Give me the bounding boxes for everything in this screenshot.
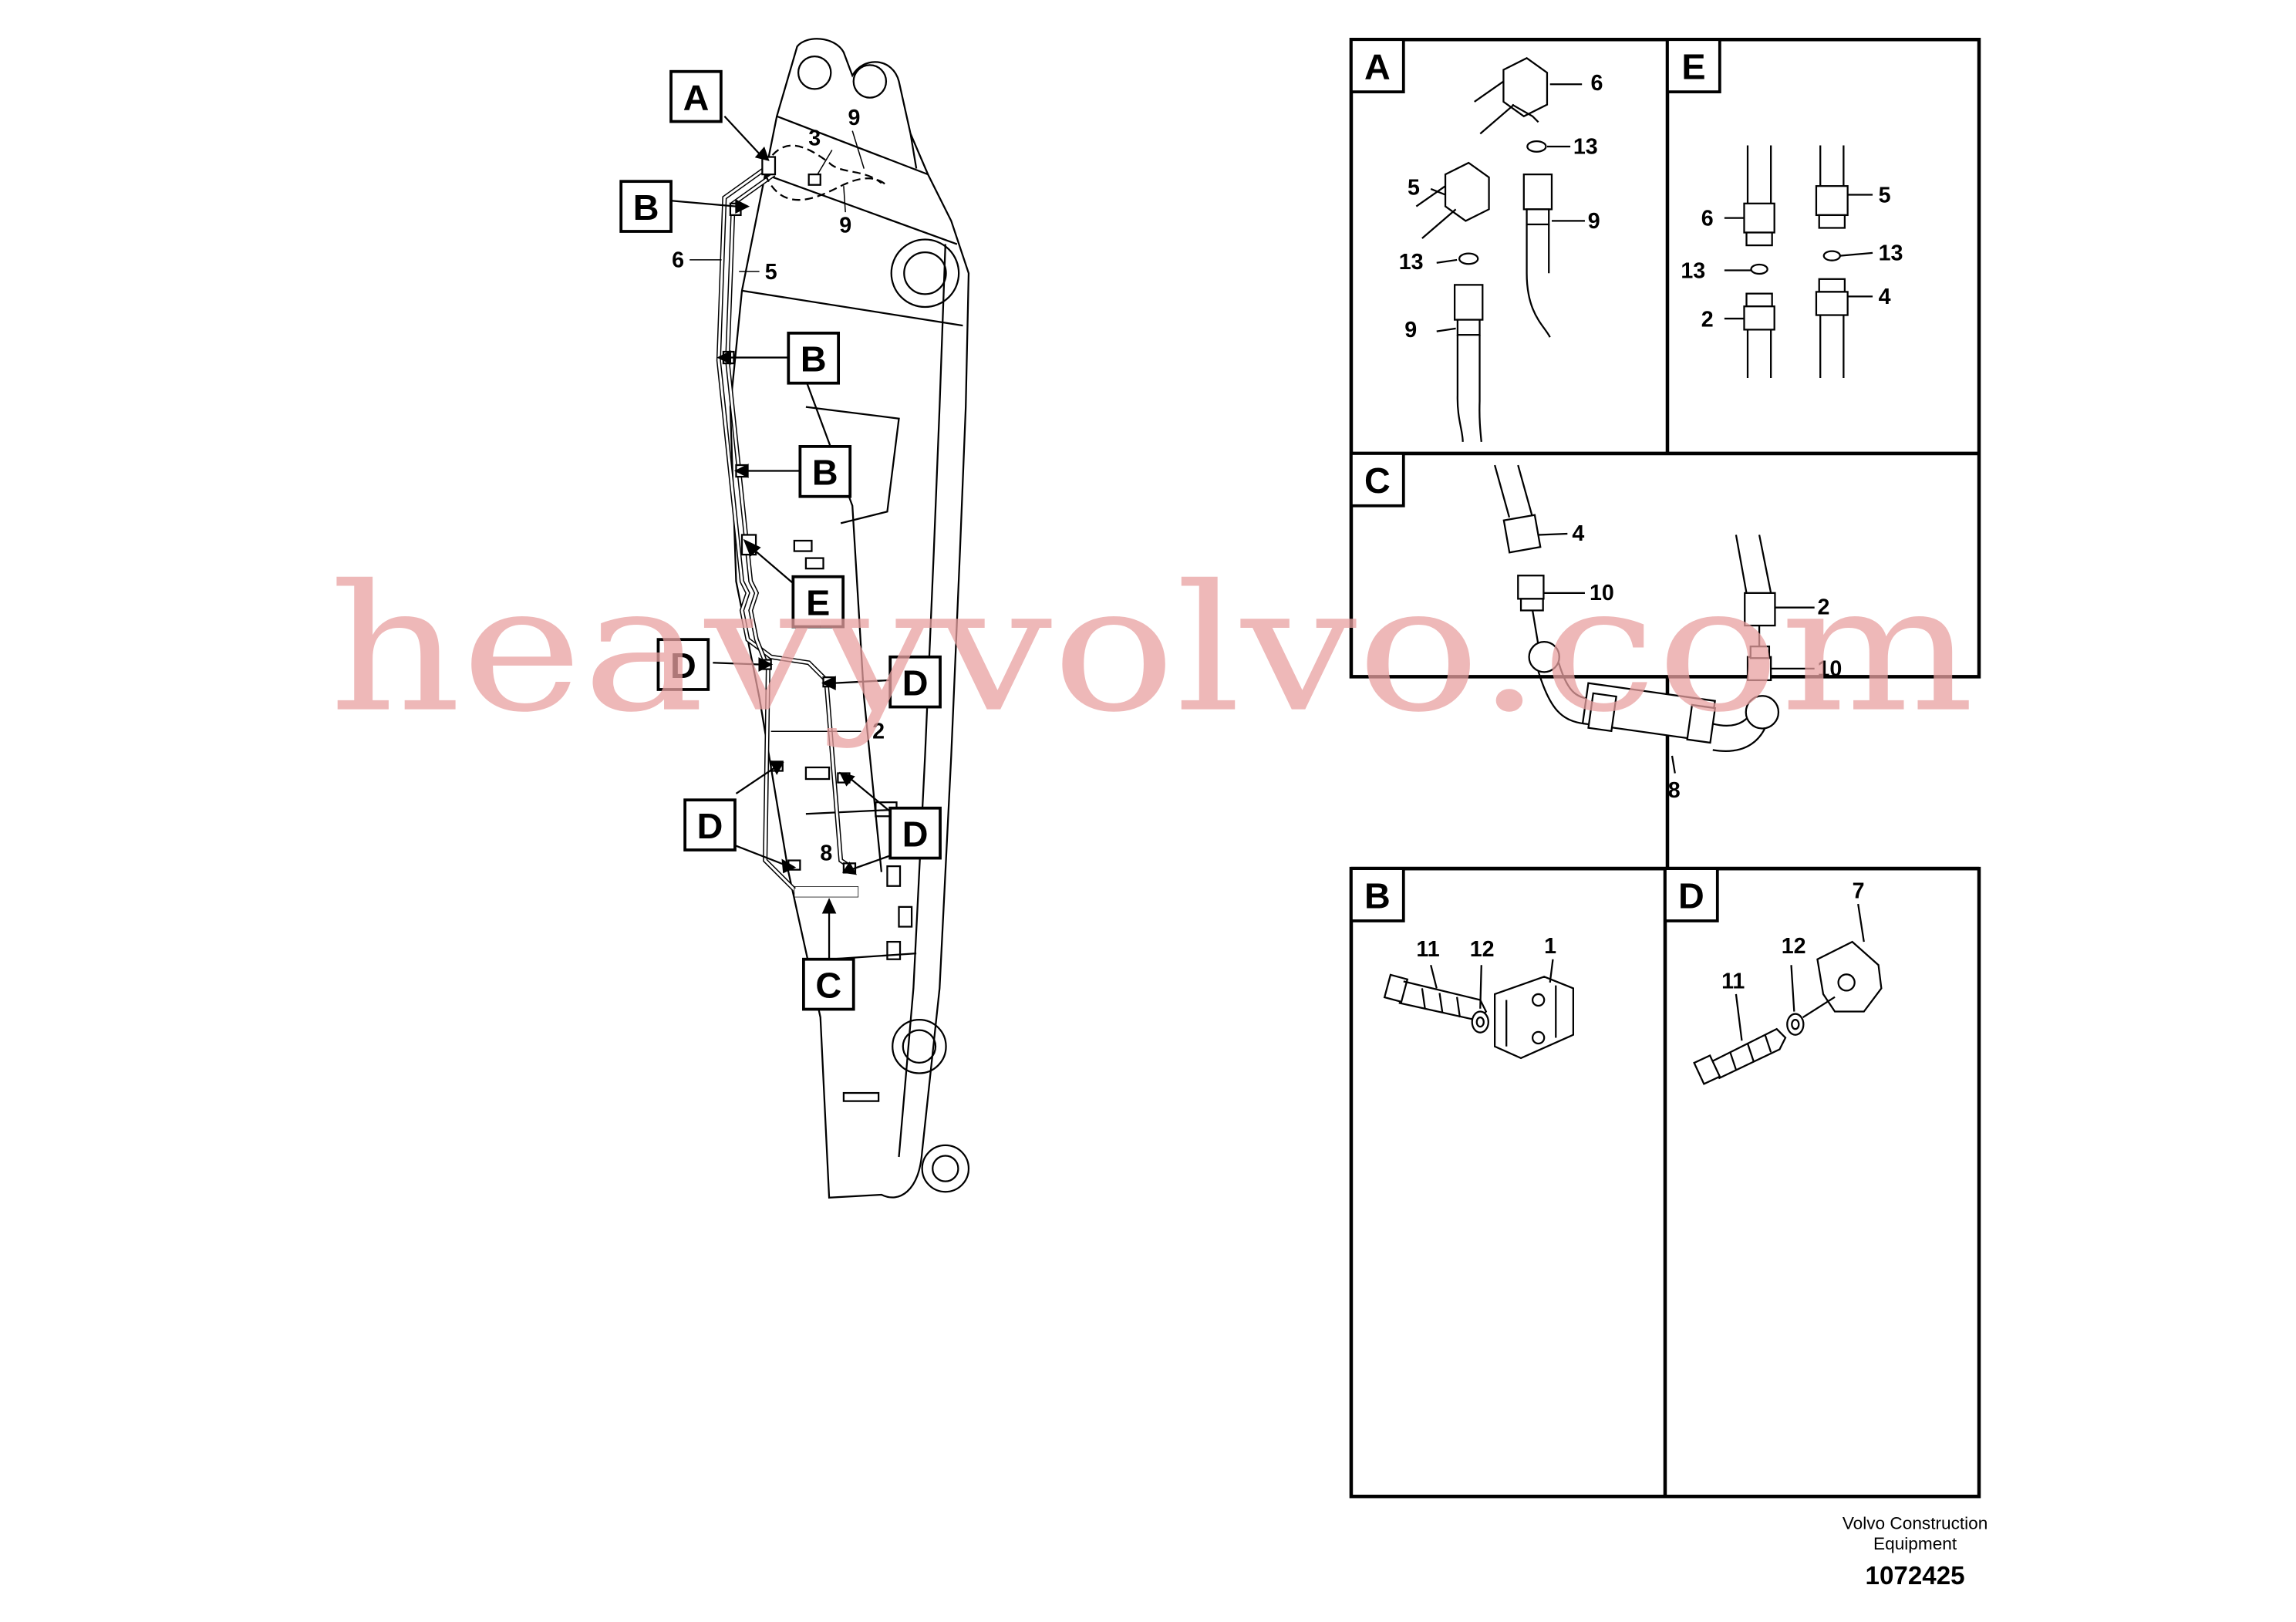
callout-D-arm-4: D [902,814,929,854]
panel-D-part-12: 12 [1782,934,1806,959]
panel-labels: A E C B D [1350,38,1721,922]
panel-E-part-5: 5 [1879,183,1891,207]
arm-part-9-bottom: 9 [839,214,851,238]
panel-C-part-4: 4 [1572,521,1584,546]
panel-D-detail [1693,903,1883,1085]
panel-D-numbers: 11 12 7 [1721,879,1865,994]
panel-B-part-12: 12 [1470,937,1495,962]
panel-A-numbers: 6 13 9 5 13 9 [1399,71,1603,342]
callout-B-arm-3: B [812,453,838,493]
arm-body [729,38,970,1199]
panel-label-D: D [1678,875,1704,916]
callout-B-arm-2: B [801,339,827,379]
callout-E-arm: E [806,582,830,622]
callout-D-arm-1: D [670,646,696,686]
panel-B-numbers: 11 12 1 [1416,934,1556,962]
arm-part-8: 8 [820,841,832,866]
arm-part-3: 3 [808,126,821,150]
arm-part-6: 6 [672,248,684,273]
panel-E-part-6: 6 [1701,206,1714,231]
panel-B-detail [1383,959,1575,1060]
panel-A-part-9-left: 9 [1404,318,1417,342]
panel-B-part-1: 1 [1544,934,1556,959]
panel-D-part-11: 11 [1721,969,1745,993]
panel-label-E: E [1681,47,1705,87]
panel-A-part-9-right: 9 [1588,209,1600,234]
panel-label-C: C [1364,460,1391,501]
panel-C-part-8: 8 [1668,778,1681,803]
watermark-text: heavyvolvo.com [329,548,1974,751]
hose-routing [716,144,888,898]
panel-E-numbers: 6 13 2 5 13 4 [1681,183,1903,332]
panel-C-part-10-left: 10 [1590,581,1614,605]
callout-D-arm-2: D [902,663,929,703]
panel-C-numbers: 4 10 2 10 8 [1572,521,1842,803]
callout-C-arm: C [815,965,841,1005]
panel-D-part-7: 7 [1853,879,1865,904]
panel-E-part-13-right: 13 [1879,241,1903,266]
arm-part-5: 5 [765,260,777,285]
panel-label-B: B [1364,875,1391,916]
arm-callouts: A B B B E D D D D C 3 9 9 6 5 2 8 [619,69,942,1011]
panel-A-part-13-upper: 13 [1573,135,1598,160]
arm-part-2: 2 [872,719,885,744]
drawing-number: 1072425 [1866,1562,1965,1590]
panel-A-part-5: 5 [1408,176,1420,201]
panel-C-detail [1494,464,1815,774]
panel-E-detail [1724,145,1873,378]
panel-C-part-2: 2 [1817,595,1829,620]
panel-A-part-13-lower: 13 [1399,250,1424,275]
footer-company-line2: Equipment [1873,1534,1957,1553]
panel-A-part-6: 6 [1590,71,1603,96]
callout-D-arm-3: D [697,806,723,846]
footer-company-line1: Volvo Construction [1843,1513,1988,1533]
callout-B-arm-1: B [633,187,659,228]
detail-panels-frame-bottom [1349,866,1981,1499]
panel-E-part-13-left: 13 [1681,258,1705,283]
panel-A-detail [1415,57,1585,442]
panel-label-A: A [1364,47,1391,87]
panel-C-part-10-right: 10 [1817,657,1842,682]
arm-part-9-top: 9 [848,106,861,130]
title-block: Volvo Construction Equipment 1072425 [1843,1513,1988,1590]
callout-A-arm: A [683,77,710,117]
panel-E-part-2: 2 [1701,308,1714,332]
panel-B-part-11: 11 [1416,937,1439,962]
panel-E-part-4: 4 [1879,285,1891,309]
